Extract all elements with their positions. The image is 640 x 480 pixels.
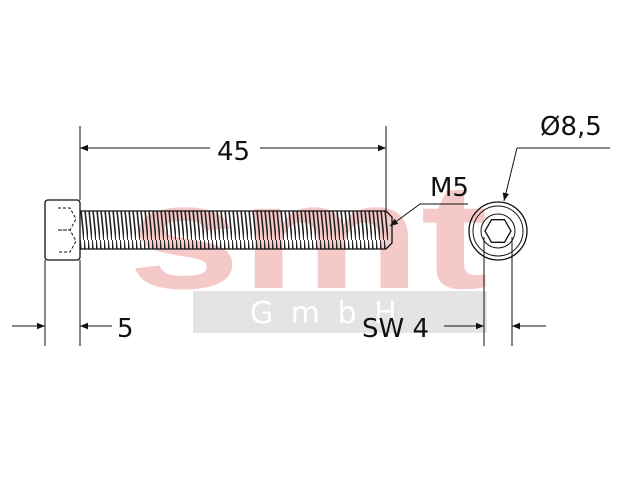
length-label: 45 [217, 137, 250, 167]
diameter-callout: Ø8,5 [502, 112, 610, 202]
thread-label: M5 [430, 173, 469, 203]
watermark-band [193, 291, 487, 333]
screw-head [44, 199, 81, 261]
length-dimension: 45 [79, 126, 387, 211]
head-height-dimension: 5 [12, 260, 134, 346]
watermark-subtitle: G m b H [250, 296, 401, 331]
head-height-label: 5 [117, 314, 134, 344]
socket-size-dimension: SW 4 [362, 237, 546, 346]
socket-size-label: SW 4 [362, 314, 429, 344]
diameter-label: Ø8,5 [540, 112, 602, 142]
head-end-view [468, 201, 528, 261]
screw-shank [80, 210, 393, 250]
thread-callout: M5 [389, 173, 469, 227]
